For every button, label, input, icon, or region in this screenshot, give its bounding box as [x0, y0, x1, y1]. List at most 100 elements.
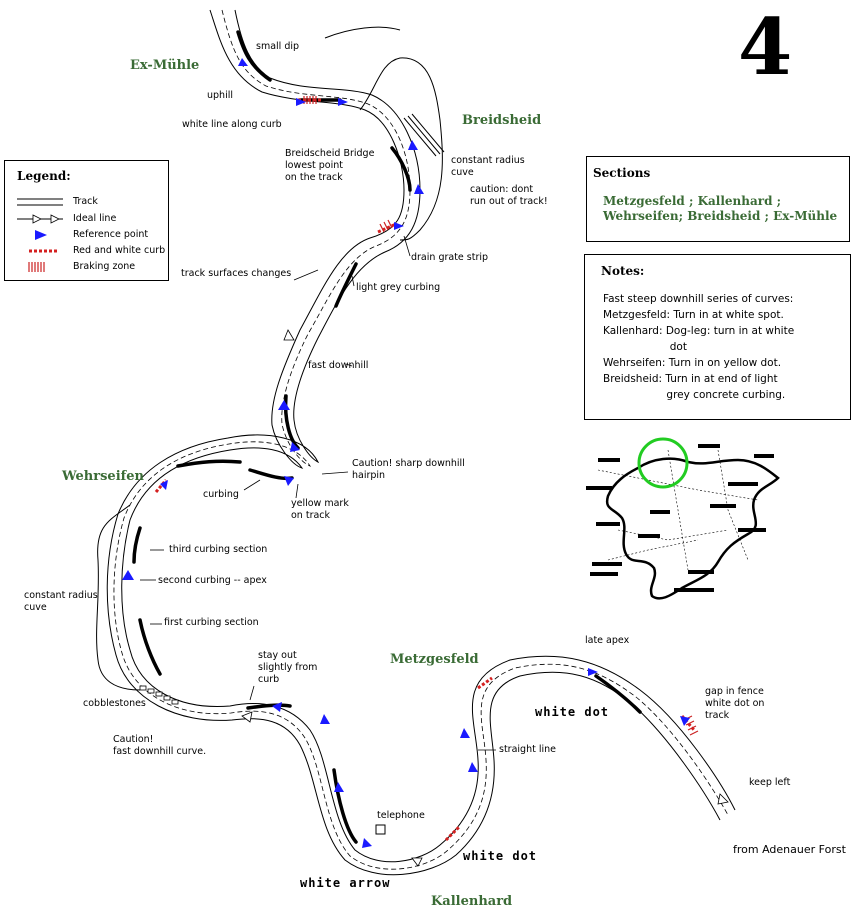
- annotation-constant-radius-left: constant radius cuve: [24, 590, 98, 613]
- red-white-curb-symbol-icon: [29, 249, 59, 253]
- notes-title: Notes:: [601, 264, 645, 278]
- track-edge-left-bulge: [96, 504, 141, 691]
- reference-point: [122, 570, 134, 580]
- ideal-arrow: [717, 793, 729, 805]
- source-credit: from Adenauer Forst: [733, 843, 846, 856]
- curbing-segment-curbing: [176, 459, 242, 468]
- annotation-breidscheid-bridge: Breidscheid Bridge lowest point on the t…: [285, 148, 375, 183]
- red-white-curb-kallenhard: [444, 824, 462, 842]
- legend-item-reference-point: Reference point: [15, 228, 165, 242]
- legend-item-ideal-line: Ideal line: [15, 212, 165, 226]
- minimap-place-label: [674, 588, 714, 592]
- track-edge-top-right: [324, 26, 401, 39]
- bridge-hatch-lines: [403, 113, 445, 157]
- reference-point: [588, 668, 598, 676]
- overview-minimap: [586, 437, 780, 600]
- ideal-arrow: [241, 711, 253, 723]
- notes-box: Notes: Fast steep downhill series of cur…: [584, 254, 851, 420]
- curbing-segment-kallenhard: [332, 768, 358, 844]
- minimap-place-label: [638, 534, 660, 538]
- braking-zone-drain: [379, 219, 393, 233]
- minimap-place-label: [688, 570, 714, 574]
- annotation-caution-sharp-hairpin: Caution! sharp downhill hairpin: [352, 458, 465, 481]
- note-line: Kallenhard: Dog-leg: turn in at white: [603, 325, 795, 337]
- reference-point: [394, 222, 404, 230]
- minimap-road: [617, 529, 729, 541]
- legend-item-track: Track: [15, 195, 165, 209]
- annotation-keep-left: keep left: [749, 777, 791, 788]
- minimap-place-label: [598, 458, 620, 462]
- minimap-place-label: [586, 486, 612, 490]
- reference-point: [338, 98, 348, 106]
- braking-zone-uphill: [303, 96, 317, 104]
- legend-item-red-white-curb: Red and white curb: [15, 244, 165, 258]
- minimap-road: [667, 449, 689, 571]
- minimap-circuit-path: [605, 457, 780, 600]
- cobblestone: [163, 695, 171, 701]
- annotation-white-dot-right: white dot: [535, 705, 610, 719]
- annotation-light-grey-curbing: light grey curbing: [356, 282, 441, 293]
- ideal-line-arrows: [241, 329, 729, 867]
- annotation-small-dip: small dip: [256, 41, 300, 52]
- legend-label: Braking zone: [73, 261, 136, 272]
- section-label-wehrseifen: Wehrseifen: [62, 469, 144, 484]
- page-number: 4: [738, 2, 793, 93]
- annotation-first-curbing: first curbing section: [164, 617, 259, 628]
- ideal-arrow: [411, 857, 423, 867]
- annotation-gap-in-fence: gap in fence white dot on track: [705, 686, 765, 721]
- annotation-stay-out: stay out slightly from curb: [258, 650, 318, 685]
- annotation-white-line-along-curb: white line along curb: [182, 119, 282, 130]
- note-line: Wehrseifen: Turn in on yellow dot.: [603, 357, 782, 369]
- track-edges: [96, 9, 736, 876]
- ideal-line-symbol-icon: [17, 214, 63, 224]
- cobblestone: [139, 685, 147, 691]
- leader-line: [243, 479, 261, 491]
- section-label-kallenhard: Kallenhard: [431, 894, 513, 909]
- reference-point: [468, 762, 478, 772]
- red-white-curb-drain: [377, 222, 397, 234]
- breidsheid-bridge-hatch: [403, 113, 445, 157]
- curbing-segment-light-grey: [334, 262, 358, 308]
- leader-line: [321, 471, 349, 475]
- annotation-caution-fast-downhill: Caution! fast downhill curve.: [113, 734, 207, 757]
- annotation-white-dot-bottom: white dot: [463, 849, 538, 863]
- annotation-fast-downhill: fast downhill: [308, 360, 369, 371]
- section-label-breidsheid: Breidsheid: [462, 113, 542, 128]
- reference-point: [278, 400, 290, 410]
- legend: Legend: Track Ideal line Reference point…: [4, 160, 169, 281]
- reference-points: [122, 58, 690, 848]
- leader-line: [295, 483, 299, 499]
- reference-point: [334, 782, 344, 792]
- reference-point: [296, 98, 306, 106]
- red-white-curb-metzgesfeld: [477, 676, 493, 690]
- reference-point: [414, 184, 424, 194]
- annotation-straight-line: straight line: [499, 744, 556, 755]
- annotation-second-curbing: second curbing -- apex: [158, 575, 267, 586]
- annotation-telephone: telephone: [377, 810, 425, 821]
- sections-text: Metzgesfeld ; Kallenhard ; Wehrseifen; B…: [603, 194, 838, 223]
- reference-point: [408, 140, 418, 150]
- section-label-metzgesfeld: Metzgesfeld: [390, 652, 479, 667]
- sections-title: Sections: [593, 166, 651, 180]
- cobblestone: [155, 691, 163, 697]
- annotation-yellow-mark: yellow mark on track: [291, 498, 349, 521]
- braking-zone-symbol-icon: [28, 262, 45, 272]
- leader-line: [351, 275, 355, 287]
- minimap-road: [717, 449, 749, 561]
- note-line: Fast steep downhill series of curves:: [603, 293, 794, 305]
- reference-point: [320, 714, 330, 724]
- minimap-circuit-outline: [605, 457, 780, 600]
- legend-label: Track: [73, 196, 98, 207]
- minimap-roads: [597, 449, 759, 571]
- curbing-segment-metzgesfeld: [594, 674, 642, 714]
- minimap-place-label: [592, 562, 622, 566]
- annotation-curbing: curbing: [203, 489, 239, 500]
- reference-point-symbol-icon: [35, 230, 47, 240]
- curbing-segment-fast-downhill: [283, 394, 300, 450]
- annotation-drain-grate-strip: drain grate strip: [411, 252, 489, 263]
- cobblestones-marks: [139, 685, 179, 705]
- sections-box: Sections Metzgesfeld ; Kallenhard ; Wehr…: [586, 156, 850, 242]
- minimap-place-label: [754, 454, 774, 458]
- red-white-curb-wehrseifen: [154, 479, 168, 493]
